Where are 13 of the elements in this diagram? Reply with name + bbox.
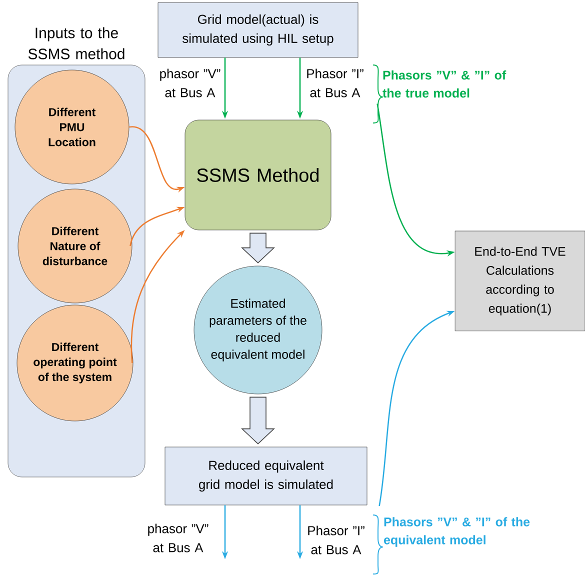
edge-label: phasor ”V” at Bus A <box>160 68 220 98</box>
edge-label: Phasor ”I” at Bus A <box>308 526 364 554</box>
block-arrow <box>241 232 276 264</box>
process-box: Reduced equivalent grid model is simulated <box>164 446 368 506</box>
output-note: Phasors ”V” & ”I” of the equivalent model <box>384 517 530 547</box>
process-box: Grid model(actual) is simulated using HIL setup <box>158 2 358 58</box>
output-note: Phasors ”V” & ”I” of the true model <box>382 70 506 98</box>
edge-label: Phasor ”I” at Bus A <box>307 68 364 98</box>
node-label: Inputs to the SSMS method <box>28 27 124 60</box>
method-box: SSMS Method <box>184 120 332 230</box>
calculation-box: End-to-End TVE Calculations according to equation(1) <box>454 230 585 332</box>
edge-label: phasor ”V” at Bus A <box>148 524 208 552</box>
block-arrow <box>241 396 276 444</box>
